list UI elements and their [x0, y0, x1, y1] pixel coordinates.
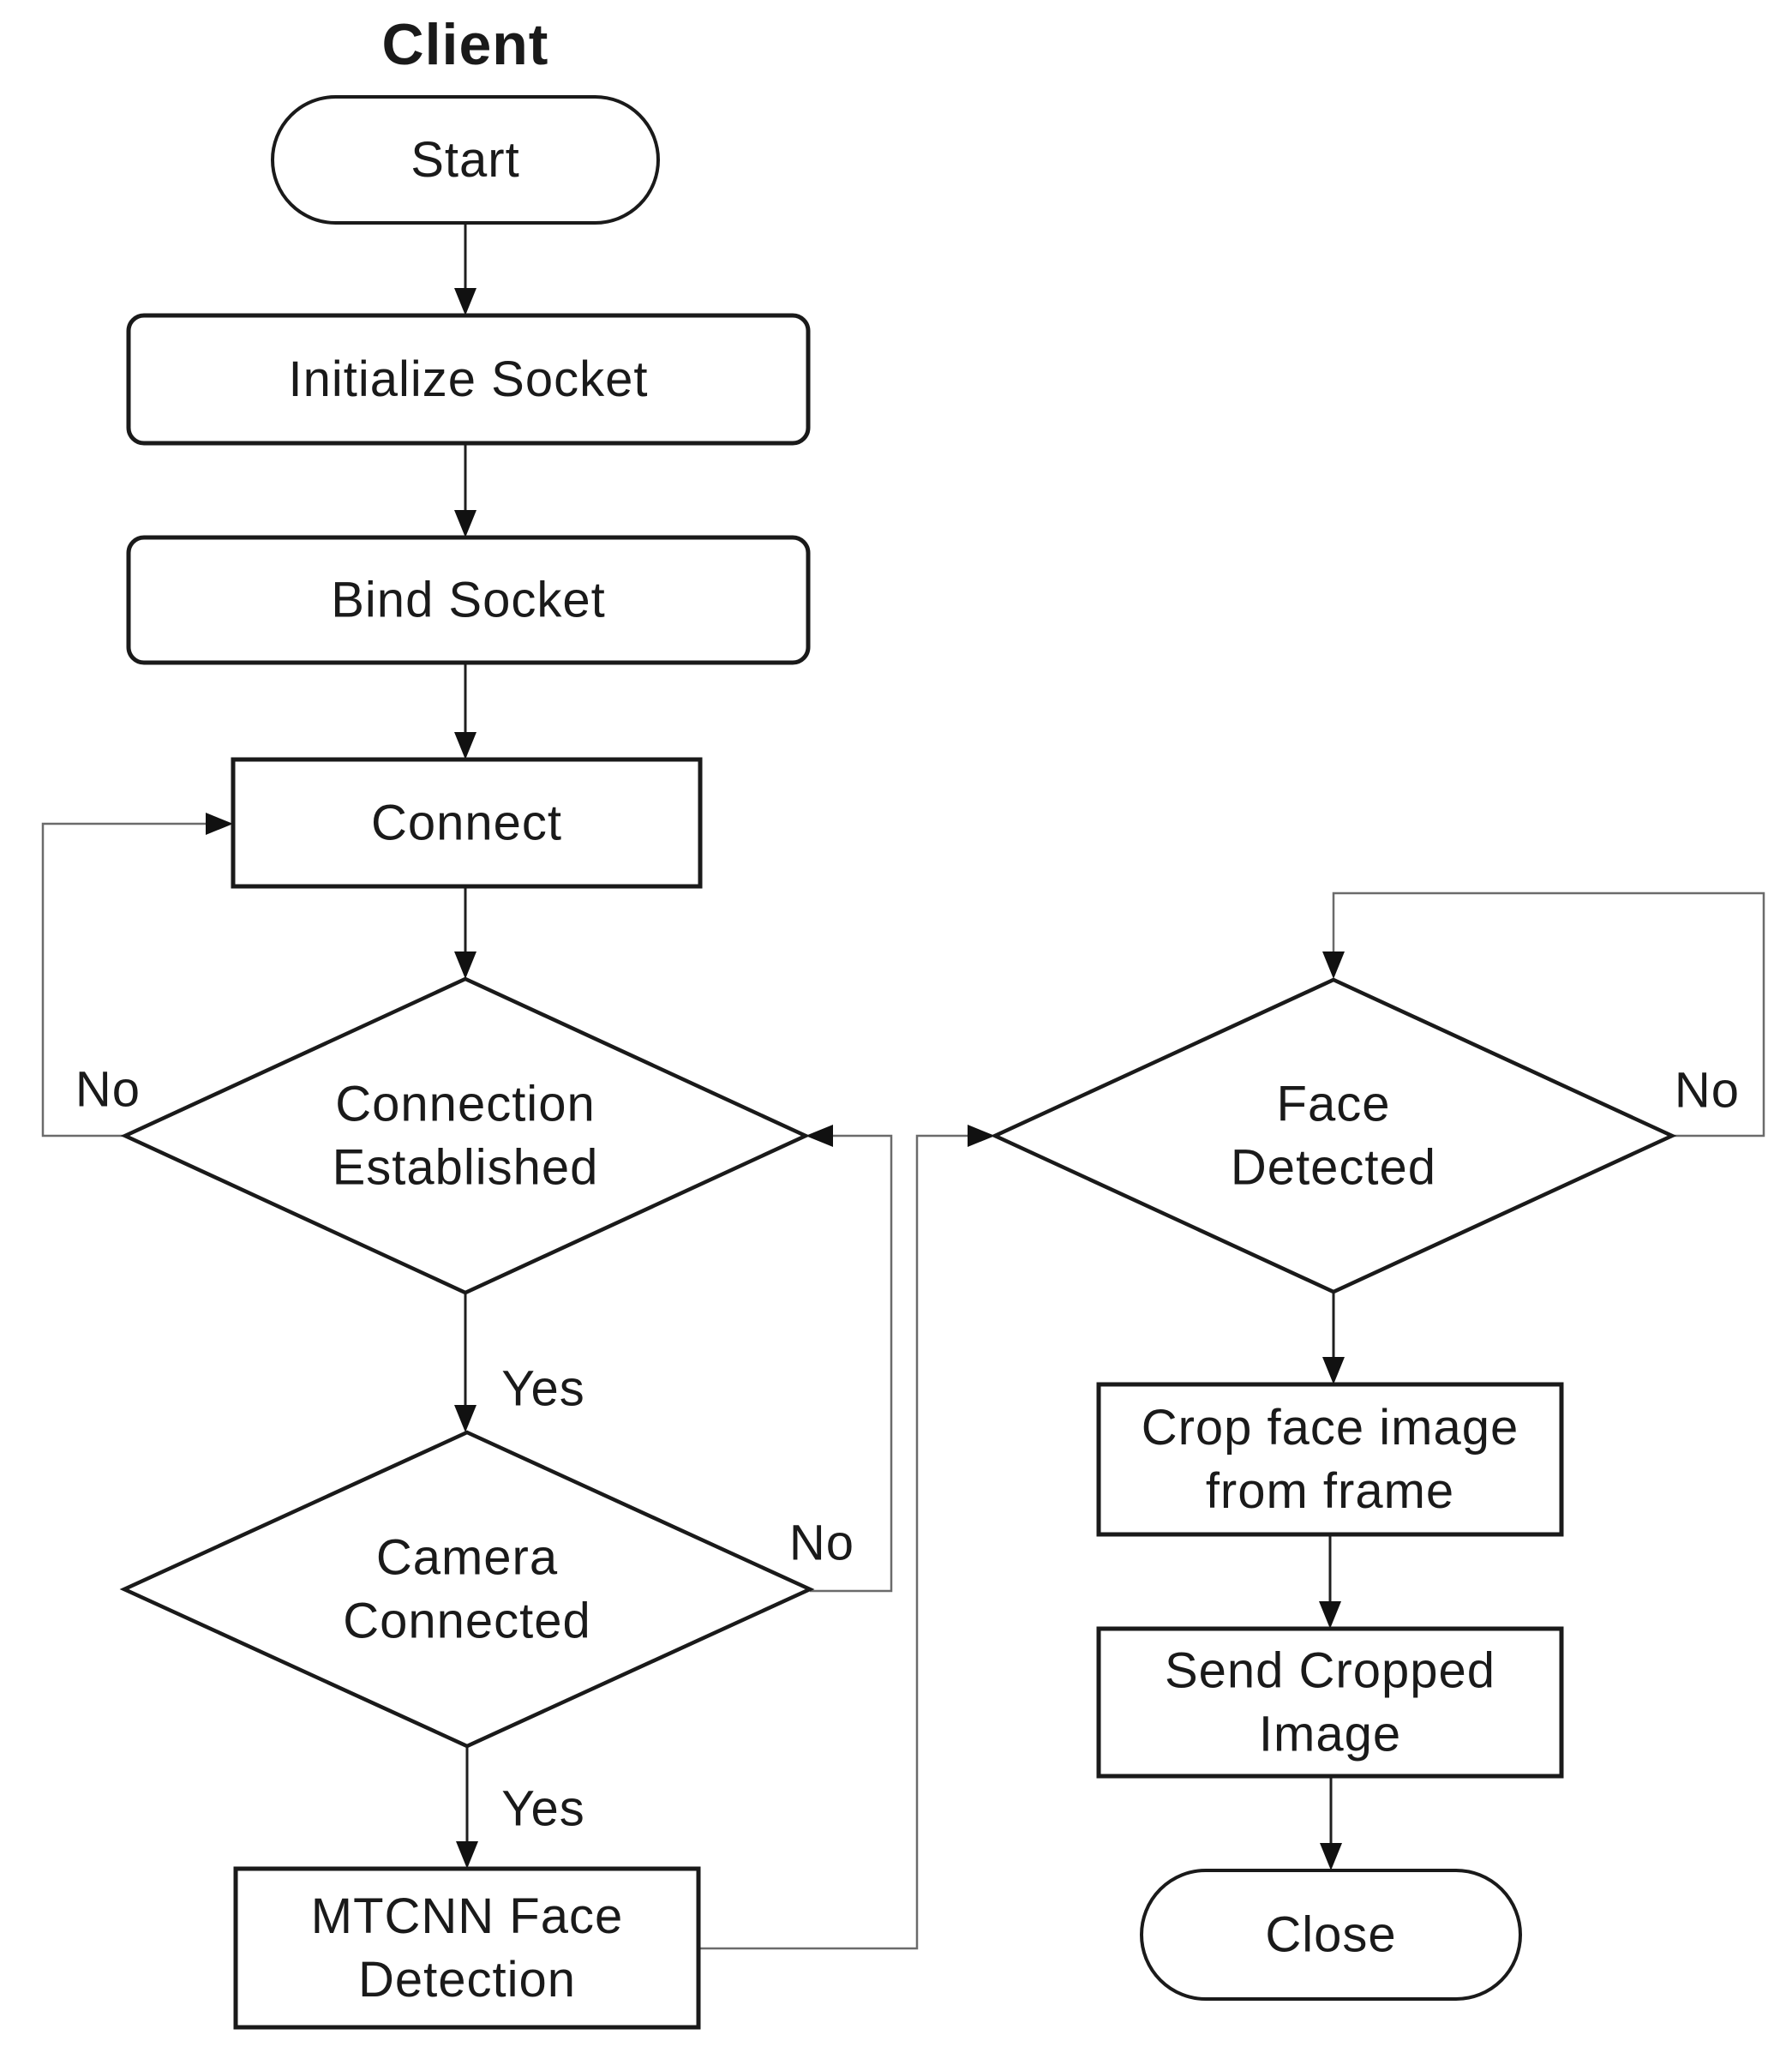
label-camera-yes: Yes — [501, 1781, 585, 1837]
label-camera-no: No — [789, 1516, 854, 1571]
conn-est-label-line-1: Established — [333, 1140, 599, 1196]
node-bind: Bind Socket — [126, 535, 811, 665]
camera-label-line-0: Camera — [376, 1530, 558, 1586]
edge-init-bind — [454, 443, 476, 537]
camera-shape — [119, 1430, 815, 1749]
node-connect: Connect — [231, 757, 703, 889]
edge-camera-no-conn-arrowhead — [806, 1125, 833, 1147]
edge-bind-connect-arrowhead — [454, 732, 476, 759]
crop-label-line-0: Crop face image — [1142, 1400, 1519, 1456]
mtcnn-label-line-1: Detection — [358, 1952, 576, 2008]
edge-conn-camera-arrowhead — [454, 1405, 476, 1432]
camera-label-line-1: Connected — [343, 1594, 591, 1649]
edge-face-crop-arrowhead — [1322, 1357, 1345, 1384]
edge-start-init-arrowhead — [454, 288, 476, 315]
crop-label-line-1: from frame — [1206, 1463, 1454, 1519]
edge-connect-conn — [454, 886, 476, 979]
send-shape — [1096, 1626, 1564, 1779]
label-conn-no: No — [75, 1062, 141, 1118]
close-label-line-0: Close — [1265, 1907, 1396, 1963]
send-label-line-1: Image — [1259, 1707, 1401, 1762]
bind-shape — [126, 535, 811, 665]
edge-send-close-arrowhead — [1320, 1843, 1342, 1870]
face-label-line-0: Face — [1277, 1077, 1391, 1132]
page-title: Client — [382, 12, 549, 77]
edge-line-camera-no-conn — [810, 1134, 893, 1593]
edge-connect-conn-arrowhead — [454, 951, 476, 979]
node-close: Close — [1140, 1869, 1522, 2001]
edge-mtcnn-face-arrowhead — [968, 1125, 995, 1147]
connect-shape — [231, 757, 703, 889]
node-init: Initialize Socket — [126, 313, 811, 446]
edge-face-no-loop-arrowhead — [1322, 951, 1345, 979]
face-shape — [990, 977, 1677, 1294]
conn-est-shape — [120, 976, 811, 1295]
edge-line-mtcnn-face — [698, 1134, 969, 1950]
send-label-line-0: Send Cropped — [1165, 1643, 1495, 1699]
edge-line-conn-no-connect — [41, 822, 207, 1138]
init-label-line-0: Initialize Socket — [289, 351, 649, 407]
edge-bind-connect — [454, 663, 476, 759]
start-shape — [271, 95, 660, 225]
edge-send-close — [1320, 1776, 1342, 1870]
connect-label-line-0: Connect — [371, 795, 562, 851]
edge-mtcnn-face — [698, 1125, 995, 1950]
face-label-line-1: Detected — [1231, 1140, 1436, 1196]
edge-start-init — [454, 225, 476, 315]
edge-init-bind-arrowhead — [454, 510, 476, 537]
node-start: Start — [271, 95, 660, 225]
edge-crop-send-arrowhead — [1319, 1601, 1341, 1629]
start-label-line-0: Start — [411, 132, 520, 188]
edge-conn-no-connect-arrowhead — [206, 813, 233, 835]
edge-crop-send — [1319, 1534, 1341, 1629]
init-shape — [126, 313, 811, 446]
label-conn-yes: Yes — [501, 1361, 585, 1417]
edge-line-face-no-loop — [1332, 891, 1765, 1138]
mtcnn-label-line-0: MTCNN Face — [311, 1888, 623, 1944]
edge-camera-mtcnn — [456, 1746, 478, 1869]
edge-conn-no-connect — [41, 813, 233, 1138]
close-shape — [1140, 1869, 1522, 2001]
conn-est-label-line-0: Connection — [335, 1077, 595, 1132]
edge-camera-no-conn — [806, 1125, 893, 1593]
edge-face-no-loop — [1322, 891, 1765, 1138]
crop-shape — [1096, 1382, 1564, 1537]
node-crop: Crop face image from frame — [1096, 1382, 1564, 1537]
mtcnn-shape — [233, 1866, 701, 2030]
edge-conn-camera — [454, 1293, 476, 1432]
label-face-no: No — [1675, 1063, 1740, 1119]
edge-camera-mtcnn-arrowhead — [456, 1841, 478, 1869]
bind-label-line-0: Bind Socket — [331, 573, 606, 628]
edge-face-crop — [1322, 1292, 1345, 1384]
